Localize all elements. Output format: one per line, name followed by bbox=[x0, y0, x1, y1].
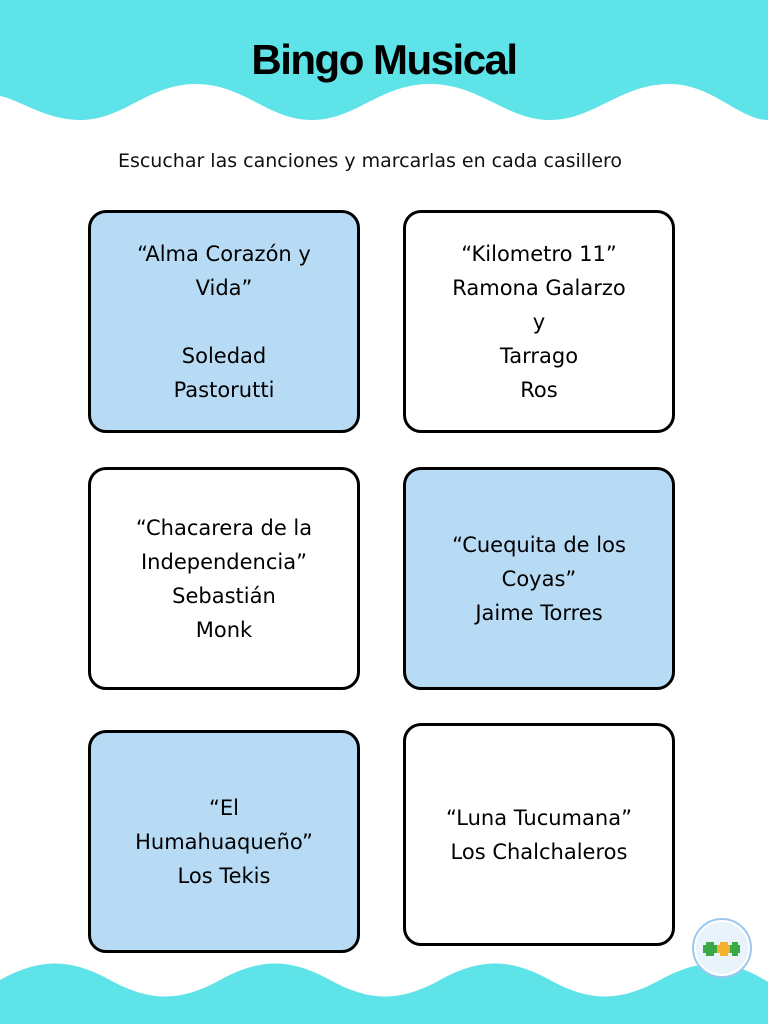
card-line: Monk bbox=[195, 617, 253, 642]
instructions-text: Escuchar las canciones y marcarlas en ca… bbox=[117, 150, 623, 172]
card-line: Ros bbox=[520, 377, 558, 402]
card-line: “Alma Corazón y bbox=[137, 241, 311, 266]
page-title: Bingo Musical bbox=[251, 36, 518, 83]
card-line: “Luna Tucumana” bbox=[446, 805, 632, 830]
card-line: Humahuaqueño” bbox=[135, 829, 313, 854]
card-line: Los Chalchaleros bbox=[450, 839, 628, 864]
card-line: “Kilometro 11” bbox=[461, 241, 617, 266]
card-line: Tarrago bbox=[499, 343, 579, 368]
card-line: Jaime Torres bbox=[475, 600, 603, 625]
card-line: Coyas” bbox=[501, 566, 577, 591]
card-line: Soledad bbox=[181, 343, 267, 368]
card-line: Los Tekis bbox=[177, 863, 271, 888]
puzzle-logo-icon bbox=[692, 918, 752, 978]
card-line: Pastorutti bbox=[173, 377, 275, 402]
card-line: Sebastián bbox=[172, 583, 276, 608]
top-wave-shape bbox=[0, 0, 768, 120]
card-line: y bbox=[532, 309, 546, 334]
card-line: “Chacarera de la bbox=[135, 515, 313, 540]
card-line: “Cuequita de los bbox=[452, 532, 626, 557]
card-line: Independencia” bbox=[140, 549, 307, 574]
top-wave-band bbox=[0, 0, 768, 120]
card-line: “El bbox=[209, 795, 239, 820]
card-line: Vida” bbox=[195, 275, 253, 300]
bottom-wave-band bbox=[0, 963, 768, 1024]
card-line: Ramona Galarzo bbox=[452, 275, 626, 300]
logo-graphic bbox=[696, 922, 748, 974]
bottom-wave-shape bbox=[0, 963, 768, 1024]
bingo-card[interactable]: “Luna Tucumana” Los Chalchaleros bbox=[403, 723, 675, 946]
